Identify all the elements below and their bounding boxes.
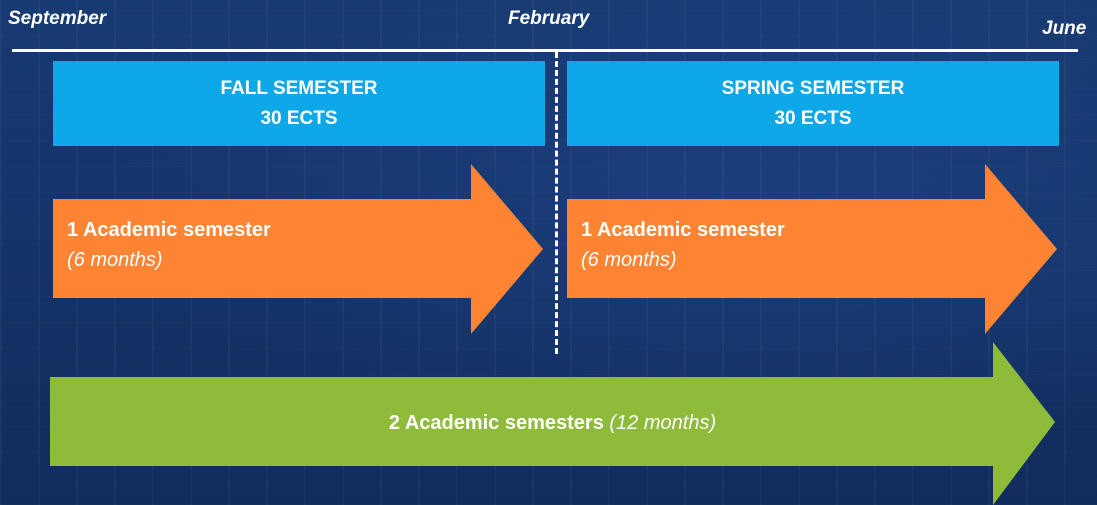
timeline-line xyxy=(12,49,1078,52)
fall-arrow-subtitle: (6 months) xyxy=(67,249,163,271)
fall-arrow: 1 Academic semester (6 months) xyxy=(53,164,543,334)
spring-semester-box: SPRING SEMESTER 30 ECTS xyxy=(567,61,1059,146)
spring-arrow-polygon xyxy=(567,164,1057,334)
fall-arrow-text: 1 Academic semester (6 months) xyxy=(67,215,271,275)
full-year-arrow-polygon xyxy=(50,342,1055,505)
full-year-arrow-text: 2 Academic semesters (12 months) xyxy=(50,408,1055,438)
month-label-february: February xyxy=(508,8,590,29)
semester-divider xyxy=(555,52,558,354)
full-year-arrow-title: 2 Academic semesters xyxy=(388,412,604,434)
spring-arrow-subtitle: (6 months) xyxy=(581,249,677,271)
month-label-june: June xyxy=(1042,18,1087,39)
fall-semester-credits: 30 ECTS xyxy=(260,107,338,129)
spring-arrow-text: 1 Academic semester (6 months) xyxy=(581,215,785,275)
fall-semester-title: FALL SEMESTER xyxy=(220,77,378,99)
month-label-september: September xyxy=(8,8,107,29)
fall-arrow-polygon xyxy=(53,164,543,334)
spring-arrow-title: 1 Academic semester xyxy=(581,219,785,241)
fall-arrow-shape xyxy=(53,164,543,334)
spring-arrow: 1 Academic semester (6 months) xyxy=(567,164,1057,334)
fall-semester-box: FALL SEMESTER 30 ECTS xyxy=(53,61,545,146)
spring-semester-credits: 30 ECTS xyxy=(774,107,852,129)
full-year-arrow: 2 Academic semesters (12 months) xyxy=(50,342,1055,505)
full-year-arrow-shape xyxy=(50,342,1055,505)
spring-semester-title: SPRING SEMESTER xyxy=(721,77,905,99)
spring-arrow-shape xyxy=(567,164,1057,334)
full-year-arrow-subtitle: (12 months) xyxy=(609,412,717,434)
fall-arrow-title: 1 Academic semester xyxy=(67,219,271,241)
